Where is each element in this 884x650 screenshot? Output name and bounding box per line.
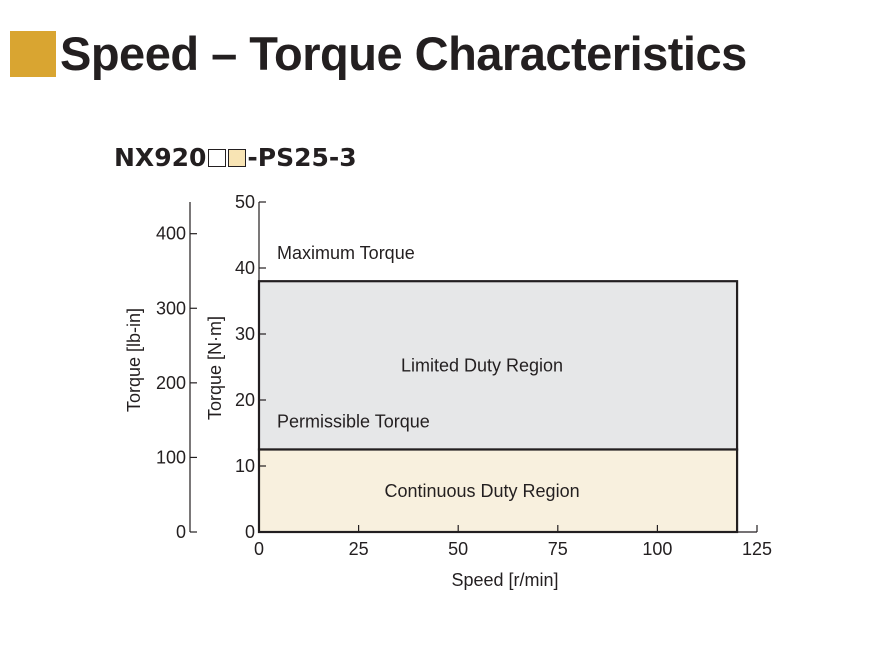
y-tick-label: 40 — [235, 258, 255, 278]
model-placeholder-box-icon — [208, 148, 227, 167]
chart-axes: 0 10 20 30 40 50 0 25 50 75 100 125 0 100 200 300 400Spe… — [124, 192, 772, 590]
region-limited-duty-region — [257, 280, 739, 451]
model-suffix: -PS25-3 — [247, 143, 357, 172]
page-header: Speed – Torque Characteristics — [10, 30, 747, 77]
y-tick-label: 30 — [235, 324, 255, 344]
secondary-y-tick-label: 400 — [156, 224, 186, 244]
y-tick-label: 20 — [235, 390, 255, 410]
model-name: NX920 -PS25-3 — [114, 143, 357, 172]
region-continuous-duty-region — [257, 448, 739, 534]
page-title: Speed – Torque Characteristics — [60, 27, 747, 80]
x-tick-label: 100 — [642, 539, 672, 559]
secondary-y-tick-label: 0 — [176, 522, 186, 542]
secondary-y-tick-label: 200 — [156, 373, 186, 393]
model-prefix: NX920 — [114, 143, 207, 172]
region-label: Limited Duty Region — [401, 355, 563, 375]
y-tick-label: 50 — [235, 192, 255, 212]
title-square-icon — [10, 30, 56, 77]
secondary-y-tick-label: 300 — [156, 298, 186, 318]
annotation-label: Maximum Torque — [277, 243, 415, 263]
y-tick-label: 10 — [235, 456, 255, 476]
annotation-label: Permissible Torque — [277, 412, 430, 432]
x-tick-label: 25 — [349, 539, 369, 559]
x-tick-label: 125 — [742, 539, 772, 559]
x-tick-label: 75 — [548, 539, 568, 559]
region-label: Continuous Duty Region — [384, 481, 579, 501]
duty-regions — [257, 280, 739, 534]
secondary-y-axis-label: Torque [lb-in] — [124, 308, 144, 412]
x-tick-label: 50 — [448, 539, 468, 559]
y-axis-label: Torque [N·m] — [205, 316, 225, 420]
secondary-y-tick-label: 100 — [156, 447, 186, 467]
y-tick-label: 0 — [245, 522, 255, 542]
model-placeholder-filled-box-icon — [228, 148, 247, 167]
x-axis-label: Speed [r/min] — [451, 570, 558, 590]
x-tick-label: 0 — [254, 539, 264, 559]
